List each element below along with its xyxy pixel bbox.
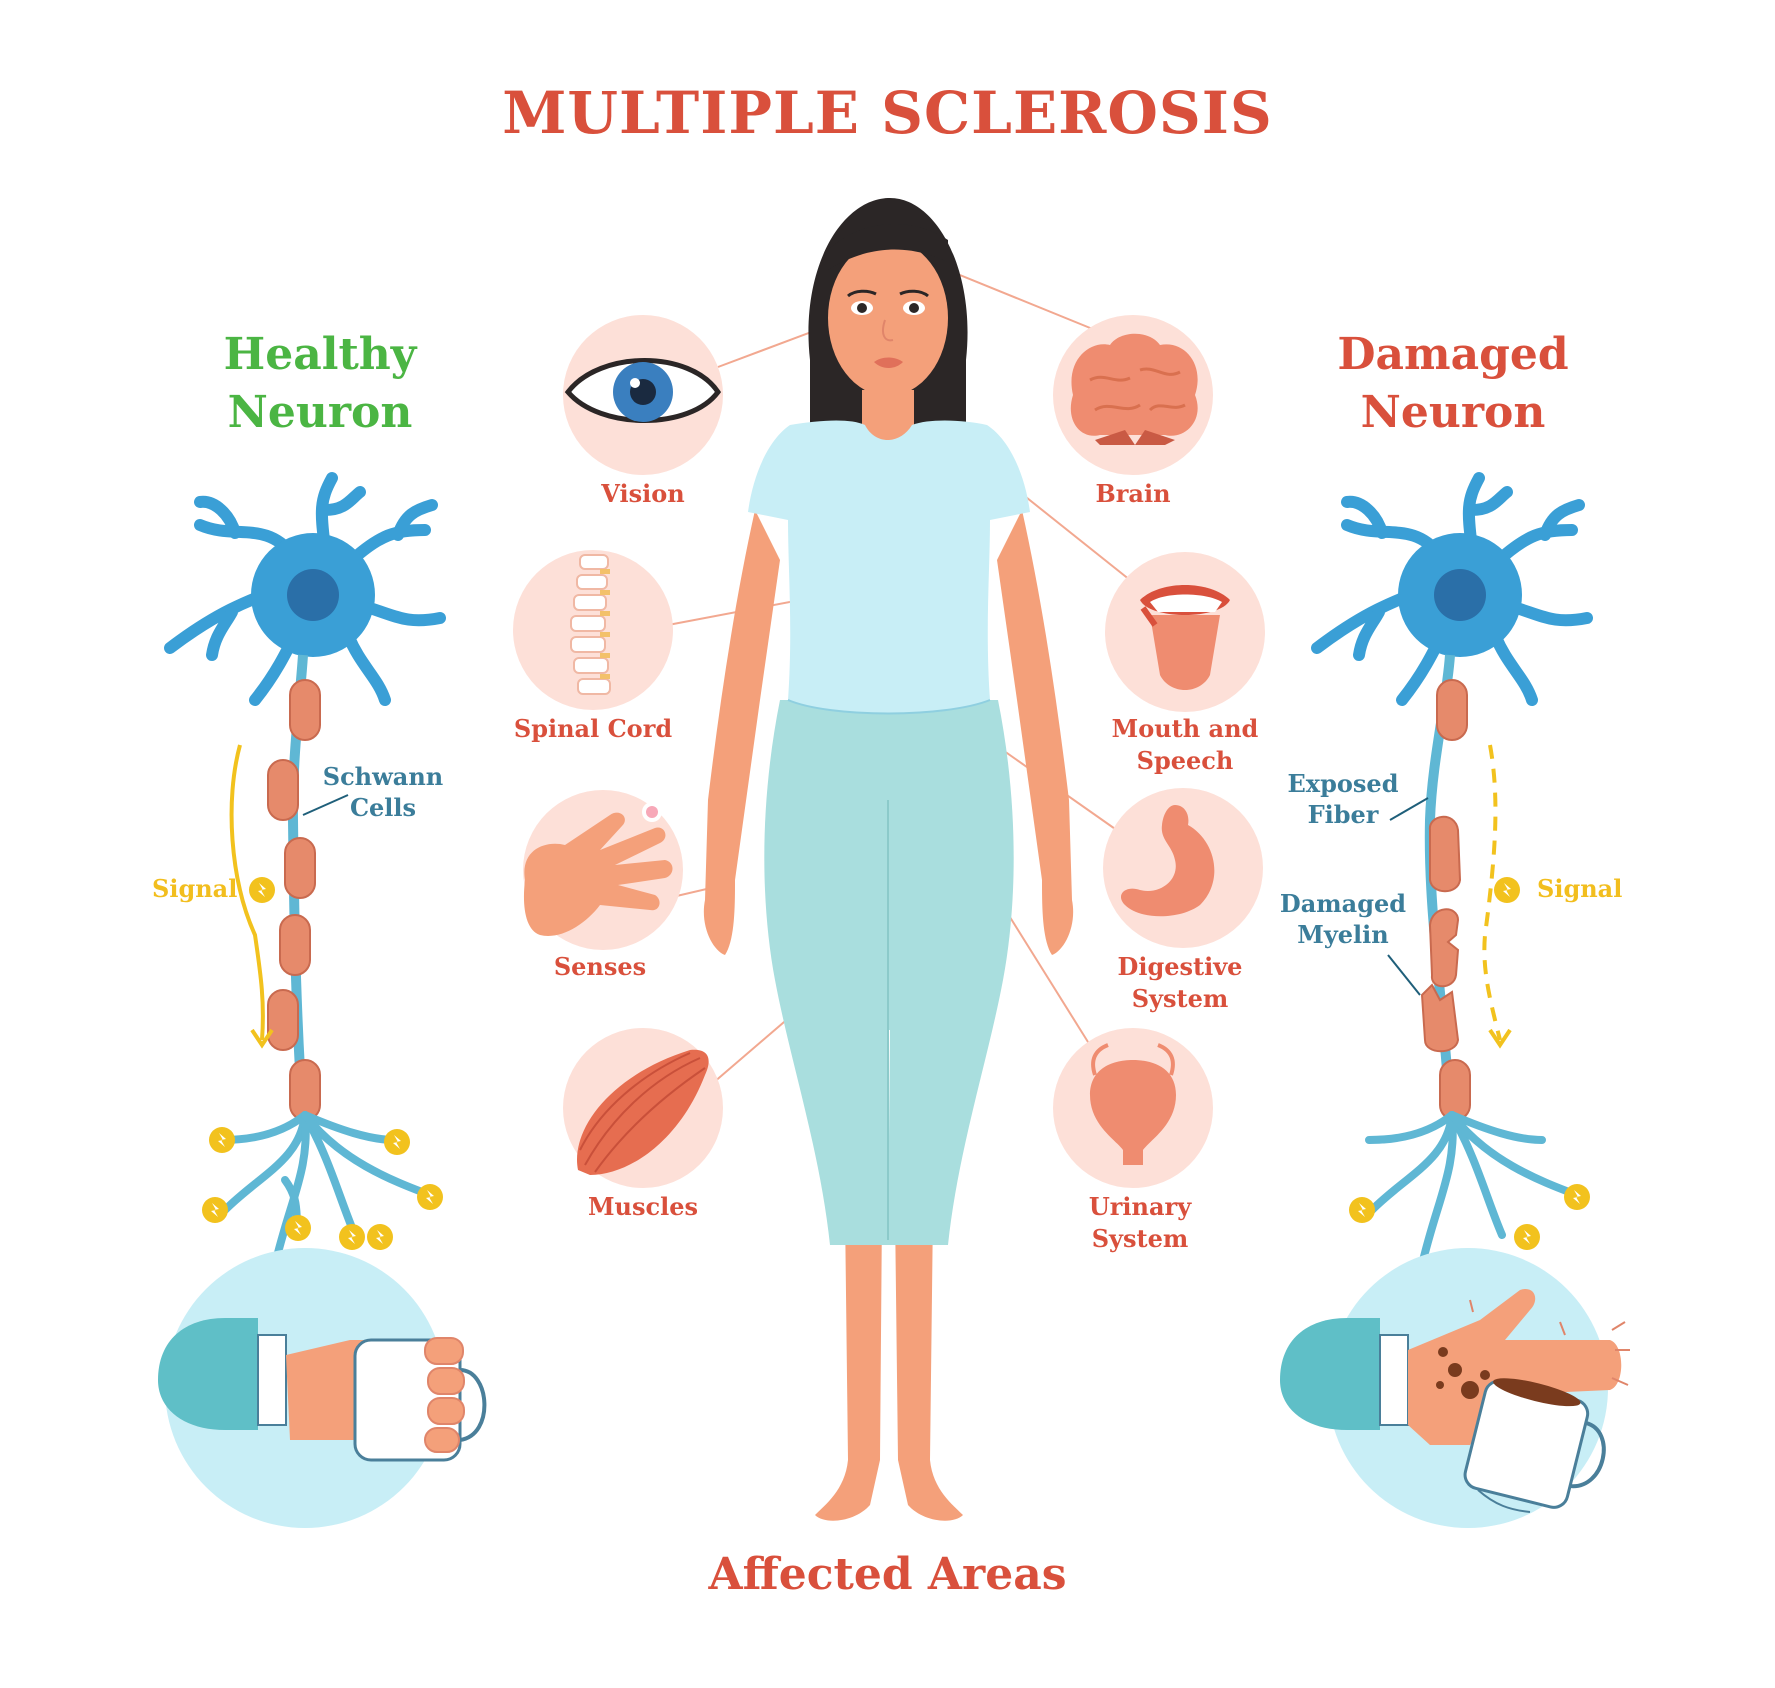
healthy-neuron-heading-line2: Neuron (227, 387, 413, 438)
myelin-sheath-healthy (267, 679, 321, 1121)
schwann-cells-label-line1: Schwann (322, 762, 444, 791)
spinal-cord-label: Spinal Cord (513, 714, 673, 743)
vision-label: Vision (601, 479, 685, 508)
stomach-icon (1103, 788, 1263, 948)
brain-label: Brain (1095, 479, 1171, 508)
signal-bolt-icon-damaged (1494, 877, 1520, 903)
exposed-fiber-label-line2: Fiber (1307, 800, 1379, 829)
brain-icon (1053, 315, 1213, 475)
muscles-label: Muscles (587, 1192, 699, 1221)
mouth-speech-label-line1: Mouth and (1111, 714, 1259, 743)
mouth-speech-label-line2: Speech (1136, 746, 1234, 775)
muscle-icon (563, 1028, 723, 1188)
urinary-system-label-line2: System (1091, 1224, 1189, 1253)
damaged-signal-label: Signal (1537, 874, 1623, 903)
woman-figure (703, 197, 1074, 1521)
healthy-hand-mug-icon (158, 1248, 487, 1528)
affected-areas-label: Affected Areas (708, 1549, 1067, 1600)
mouth-icon (1105, 552, 1265, 712)
myelin-sheath-damaged (1420, 679, 1471, 1121)
damaged-neuron-heading-line2: Neuron (1360, 387, 1546, 438)
healthy-neuron-heading-line1: Healthy (223, 329, 417, 380)
digestive-system-label-line1: Digestive (1117, 952, 1243, 981)
healthy-neuron-icon (164, 472, 446, 1281)
signal-bolt-icon (249, 877, 275, 903)
urinary-system-label-line1: Urinary (1088, 1192, 1192, 1221)
spine-icon (513, 550, 673, 710)
healthy-signal-label: Signal (152, 874, 238, 903)
digestive-system-label-line2: System (1131, 984, 1229, 1013)
senses-label: Senses (553, 952, 647, 981)
diagram-title: MULTIPLE SCLEROSIS (502, 79, 1273, 147)
damaged-myelin-label-line1: Damaged (1279, 889, 1407, 918)
exposed-fiber-label-line1: Exposed (1287, 769, 1399, 798)
bladder-icon (1053, 1028, 1213, 1188)
eye-icon (563, 315, 723, 475)
damaged-neuron-icon (1311, 472, 1593, 1269)
schwann-cells-label-line2: Cells (349, 793, 417, 822)
damaged-neuron-heading-line1: Damaged (1337, 329, 1569, 380)
damaged-hand-mug-icon (1280, 1248, 1630, 1528)
hand-icon (523, 790, 683, 950)
damaged-myelin-label-line2: Myelin (1297, 920, 1389, 949)
